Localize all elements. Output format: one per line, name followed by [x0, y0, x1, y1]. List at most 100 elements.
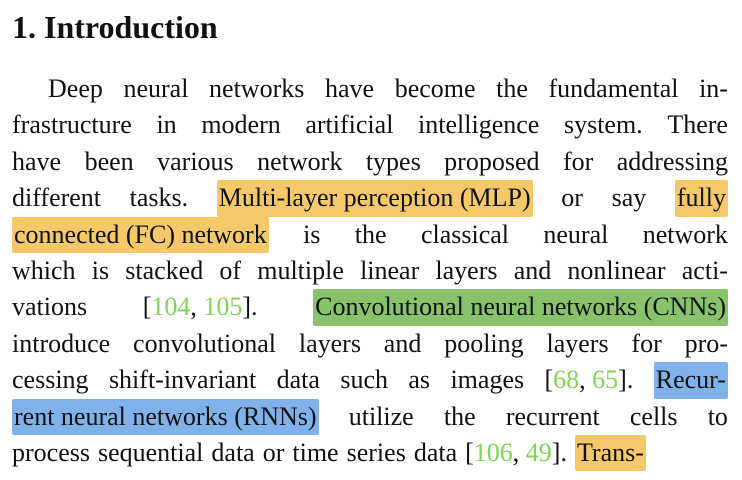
highlighted-term: Recur- [653, 362, 728, 399]
citation-link[interactable]: 104 [151, 292, 191, 322]
word: There [667, 110, 728, 140]
word: stacked [125, 255, 204, 285]
word: neural [123, 74, 189, 103]
word: in- [699, 74, 728, 103]
word: and [383, 328, 422, 358]
word: been [84, 146, 134, 176]
text-line: connected (FC) network is the classical neur… [12, 216, 728, 253]
word: layers [546, 328, 609, 358]
word: for [631, 328, 662, 358]
word: layers [435, 255, 498, 285]
text-line: different tasks. Multi-layer perception (M… [12, 180, 728, 217]
word: to [707, 401, 728, 431]
word: proposed [444, 146, 540, 176]
word: of [219, 255, 242, 285]
highlighted-term: Trans- [574, 434, 646, 472]
word: the [496, 74, 528, 103]
word: networks [209, 74, 305, 103]
word: system. [563, 110, 643, 140]
word: artificial [305, 110, 394, 140]
word: nonlinear [567, 255, 666, 285]
word: have [12, 146, 62, 176]
word: cessing [12, 365, 89, 395]
word: and [513, 255, 552, 285]
word: which [12, 255, 76, 285]
text-line: vations [104, 105]. Convolutional neural n… [12, 289, 728, 326]
word: tasks. [129, 183, 189, 213]
word: addressing [616, 146, 728, 176]
word: shift-invariant [108, 365, 257, 395]
citation: [106, 49]. [465, 437, 567, 467]
word: convolutional [133, 328, 277, 358]
word: series [346, 437, 406, 467]
citation: [68, 65]. [544, 365, 634, 395]
word: have [324, 74, 375, 103]
section-number: 1. [12, 9, 36, 45]
word: acti- [681, 255, 728, 285]
word: pro- [684, 328, 728, 358]
word: multiple [257, 255, 344, 285]
highlighted-term: Multi-layer perception (MLP) [216, 180, 533, 217]
section-heading: 1.Introduction [12, 8, 728, 46]
word: cells [629, 401, 678, 431]
highlighted-term: fully [674, 180, 728, 217]
citation-link[interactable]: 68 [553, 365, 580, 395]
introduction-paragraph: Deep neural networks have become the fundament… [12, 71, 728, 472]
highlighted-term: rent neural networks (RNNs) [12, 398, 319, 435]
section-title: Introduction [44, 9, 218, 45]
word: frastructure [12, 110, 132, 140]
word: neural [543, 219, 609, 249]
citation-link[interactable]: 106 [473, 437, 513, 467]
word: such [340, 365, 388, 395]
word: data [276, 365, 320, 395]
word: utilize [348, 401, 414, 431]
word: data [211, 437, 255, 467]
citation: [104, 105]. [142, 292, 258, 322]
citation-link[interactable]: 105 [203, 292, 243, 322]
word: pooling [444, 328, 524, 358]
word: recurrent [505, 401, 600, 431]
word: time [292, 437, 339, 467]
word: modern [201, 110, 281, 140]
word: types [365, 146, 421, 176]
word: fundamental [548, 74, 679, 103]
word: the [354, 219, 387, 249]
highlighted-term: connected (FC) network [12, 216, 269, 253]
word: intelligence [418, 110, 540, 140]
word: is [91, 255, 110, 285]
word: is [303, 219, 321, 249]
word: introduce [12, 328, 111, 358]
word: network [257, 146, 343, 176]
text-line: Deep neural networks have become the fundament… [12, 71, 728, 107]
text-line: introduce convolutional layers and pooling la… [12, 326, 728, 362]
word: linear [360, 255, 420, 285]
word: images [450, 365, 525, 395]
text-line: frastructure in modern artificial intelligen… [12, 107, 728, 143]
word: various [157, 146, 234, 176]
word: sequential [97, 437, 204, 467]
word: become [394, 74, 476, 103]
word: say [611, 183, 647, 213]
word: process [12, 437, 90, 467]
word: layers [298, 328, 361, 358]
word: for [562, 146, 594, 176]
word: or [262, 437, 285, 467]
word: or [561, 183, 583, 213]
word: in [156, 110, 177, 140]
word: data [413, 437, 458, 467]
citation-link[interactable]: 65 [592, 365, 619, 395]
word: classical [420, 219, 510, 249]
citation-link[interactable]: 49 [525, 437, 552, 467]
word: network [642, 219, 728, 249]
word: different [12, 183, 102, 213]
word: as [408, 365, 431, 395]
highlighted-term: Convolutional neural networks (CNNs) [313, 289, 728, 326]
word: vations [12, 292, 88, 322]
word: Deep [48, 74, 103, 103]
